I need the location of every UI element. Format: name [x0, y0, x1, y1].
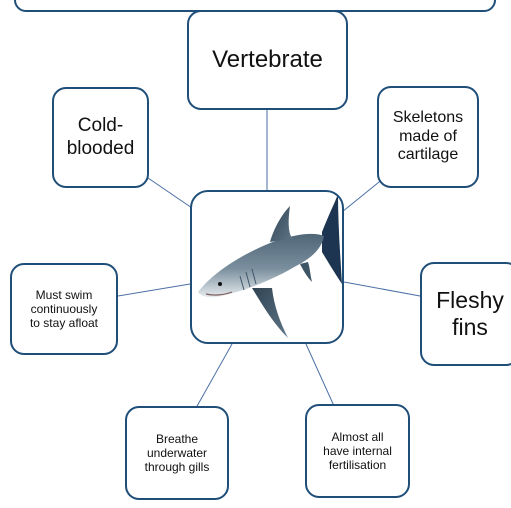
node-fleshy-fins-label: Fleshy fins — [436, 287, 504, 341]
connector-skeletons — [342, 178, 384, 212]
node-cold-blooded: Cold- blooded — [52, 87, 149, 188]
node-breathe-label: Breathe underwater through gills — [145, 432, 210, 474]
node-cold-blooded-label: Cold- blooded — [67, 115, 135, 160]
node-fleshy-fins: Fleshy fins — [420, 262, 511, 366]
connector-fertilisation — [306, 344, 334, 406]
connector-breathe — [196, 344, 232, 408]
node-skeletons-label: Skeletons made of cartilage — [393, 109, 463, 166]
node-vertebrate-label: Vertebrate — [212, 46, 323, 74]
node-fertilisation: Almost all have internal fertilisation — [305, 404, 410, 498]
node-must-swim: Must swim continuously to stay afloat — [10, 263, 118, 355]
connector-fleshy-fins — [344, 282, 420, 296]
node-skeletons: Skeletons made of cartilage — [377, 86, 479, 188]
node-must-swim-label: Must swim continuously to stay afloat — [30, 288, 98, 330]
center-image-box — [190, 190, 344, 344]
node-fertilisation-label: Almost all have internal fertilisation — [323, 430, 392, 472]
node-vertebrate: Vertebrate — [187, 10, 348, 110]
connector-must-swim — [118, 284, 190, 296]
shark-image — [192, 192, 344, 344]
node-breathe: Breathe underwater through gills — [125, 406, 229, 500]
connector-cold-blooded — [148, 178, 195, 210]
